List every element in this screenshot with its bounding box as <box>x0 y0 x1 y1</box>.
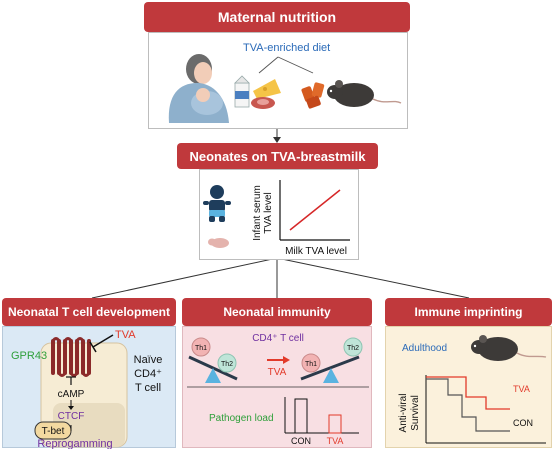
imprint-panel: Adulthood Anti-viral Survival TVA CON <box>385 326 552 448</box>
gpr43-receptor-icon <box>51 337 91 377</box>
pellets-icon <box>301 82 325 109</box>
maternal-title: Maternal nutrition <box>217 9 337 25</box>
immunity-header: Neonatal immunity <box>182 298 372 326</box>
maternal-box: TVA-enriched diet <box>148 32 408 129</box>
tcell-header: Neonatal T cell development <box>2 298 176 326</box>
diet-label: TVA-enriched diet <box>243 42 331 54</box>
milk-icon <box>234 75 250 108</box>
naive-label-3: T cell <box>135 382 161 394</box>
neonates-box: Infant serum TVA level Milk TVA level <box>199 169 359 260</box>
imprint-tva-label: TVA <box>513 384 530 394</box>
mother-icon <box>168 54 229 123</box>
tcell-panel: TVA GPR43 cAMP CTCF T-bet Reprogamming N… <box>2 326 176 449</box>
meat-icon <box>251 97 275 109</box>
tva-bar-label: TVA <box>327 436 344 446</box>
reprogramming-label: Reprogamming <box>37 438 112 449</box>
camp-label: cAMP <box>58 389 85 400</box>
immunity-illustration: CD4⁺ T cell Th1 Th2 Th1 Th2 TVA Pathogen… <box>187 333 369 446</box>
con-bar <box>294 398 308 434</box>
tva-survival-curve <box>426 376 510 410</box>
balance-left <box>188 337 238 383</box>
con-label: CON <box>291 436 311 446</box>
maternal-header: Maternal nutrition <box>144 2 410 32</box>
tcell-title: Neonatal T cell development <box>7 305 171 319</box>
adult-mouse-icon <box>471 335 547 361</box>
th2-label-right: Th2 <box>347 345 359 352</box>
imprint-con-label: CON <box>513 418 533 428</box>
neonates-xlabel: Milk TVA level <box>285 246 347 257</box>
tva-inhibit-line <box>92 334 114 348</box>
immunity-tva-label: TVA <box>268 367 287 378</box>
con-survival-curve <box>426 378 510 432</box>
balance-right <box>300 337 363 383</box>
neonates-ylabel-2: TVA level <box>263 192 274 234</box>
mouse-icon <box>327 80 402 107</box>
imprint-ylabel-2: Survival <box>410 395 421 431</box>
th1-label-right: Th1 <box>305 361 317 368</box>
cheese-icon <box>253 79 281 99</box>
tva-bar <box>328 414 342 434</box>
tcell-tva-label: TVA <box>115 329 136 341</box>
th1-label-left: Th1 <box>195 345 207 352</box>
baby-icon <box>203 185 231 222</box>
neonates-title: Neonates on TVA-breastmilk <box>189 148 366 164</box>
neonates-ylabel-1: Infant serum <box>252 185 263 241</box>
imprint-ylabel-1: Anti-viral <box>398 394 409 433</box>
nucleus <box>53 403 125 447</box>
connector-to-imprint <box>276 257 470 299</box>
imprint-header: Immune imprinting <box>385 298 552 326</box>
neonates-header: Neonates on TVA-breastmilk <box>177 143 378 169</box>
neonates-trend-line <box>289 189 341 231</box>
th2-label-left: Th2 <box>221 361 233 368</box>
immunity-panel: CD4⁺ T cell Th1 Th2 Th1 Th2 TVA Pathogen… <box>182 326 372 448</box>
neonates-illustration: Infant serum TVA level Milk TVA level <box>203 180 350 257</box>
tcell-illustration: TVA GPR43 cAMP CTCF T-bet Reprogamming N… <box>11 329 163 449</box>
naive-label-1: Naïve <box>134 354 163 366</box>
cd4-label: CD4⁺ T cell <box>252 333 304 344</box>
connector-to-tcell <box>91 257 278 299</box>
ctcf-label: CTCF <box>58 411 85 422</box>
imprint-illustration: Adulthood Anti-viral Survival TVA CON <box>398 335 547 444</box>
tbet-label: T-bet <box>42 426 65 437</box>
adulthood-label: Adulthood <box>402 343 447 354</box>
maternal-illustration <box>168 54 402 123</box>
connector-arrowhead <box>273 137 281 143</box>
gpr43-label: GPR43 <box>11 350 47 362</box>
pup-icon <box>208 238 229 248</box>
naive-label-2: CD4⁺ <box>134 368 162 380</box>
imprint-title: Immune imprinting <box>414 305 523 319</box>
immunity-title: Neonatal immunity <box>223 305 331 319</box>
pathogen-label: Pathogen load <box>209 413 274 424</box>
